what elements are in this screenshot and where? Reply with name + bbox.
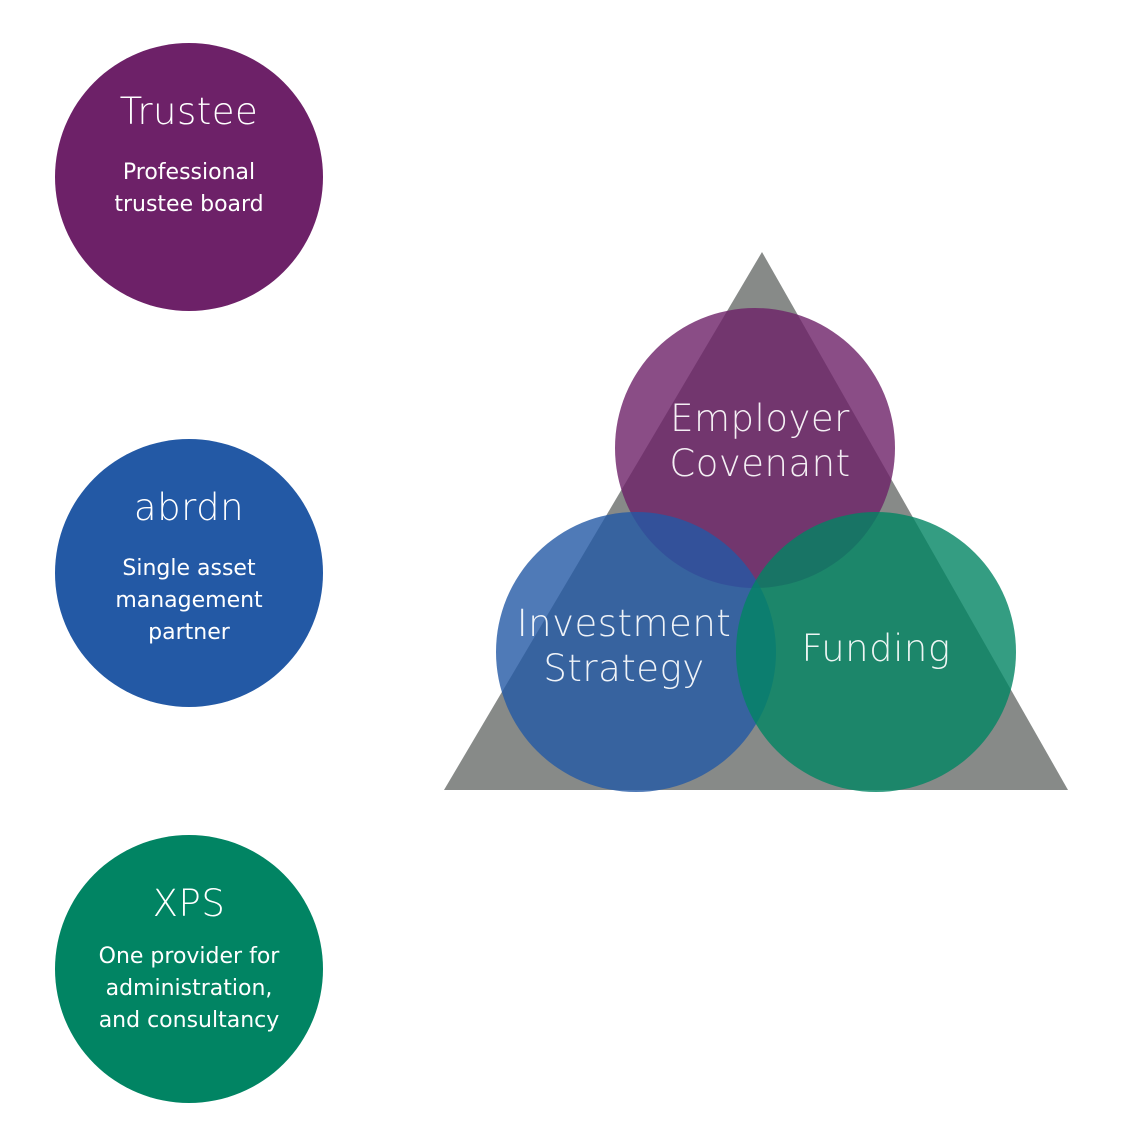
xps-description: One provider for administration, and con… [98, 944, 280, 1033]
xps-circle: XPS One provider for administration, and… [55, 835, 323, 1103]
trustee-title: Trustee [119, 90, 259, 133]
investment-strategy-label-line2: Strategy [543, 647, 704, 690]
abrdn-circle: abrdn Single asset management partner [55, 439, 323, 707]
investment-strategy-circle [496, 512, 776, 792]
funding-circle [736, 512, 1016, 792]
employer-covenant-label-line2: Covenant [669, 442, 850, 485]
abrdn-description: Single asset management partner [115, 556, 263, 645]
trustee-description: Professional trustee board [114, 160, 264, 217]
trustee-circle: Trustee Professional trustee board [55, 43, 323, 311]
funding-label: Funding [801, 627, 950, 670]
xps-title: XPS [152, 882, 226, 925]
employer-covenant-circle [615, 308, 895, 588]
employer-covenant-label-line1: Employer [670, 397, 850, 440]
investment-strategy-label-line1: Investment [517, 602, 732, 645]
abrdn-title: abrdn [133, 486, 245, 529]
